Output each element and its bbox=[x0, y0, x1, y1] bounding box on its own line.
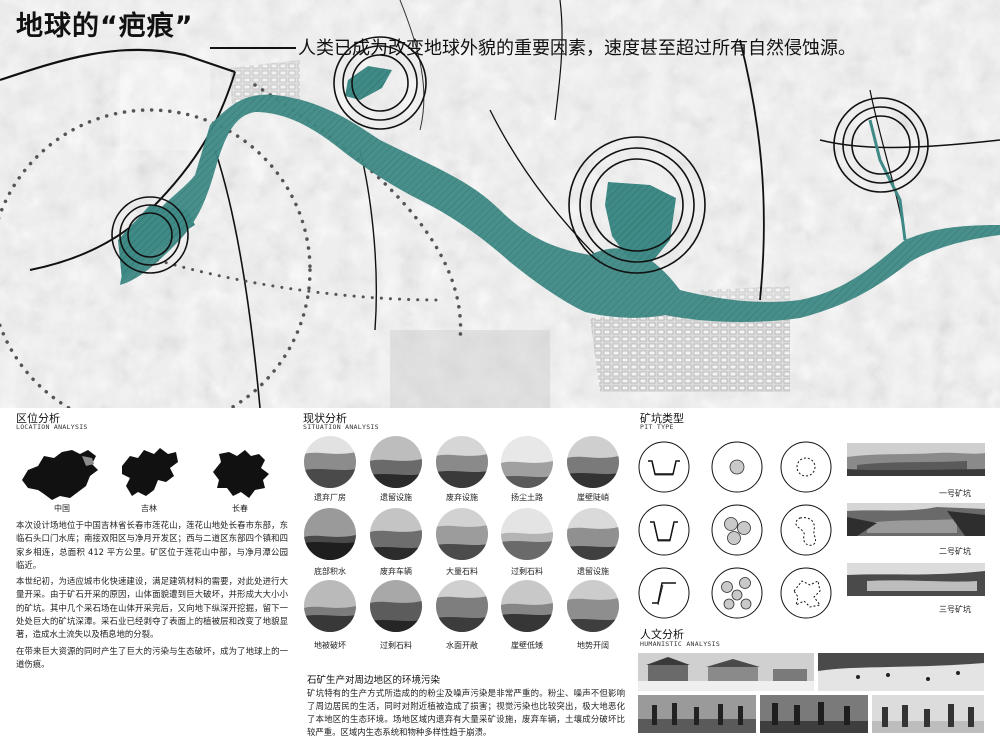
location-label-china: 中国 bbox=[54, 504, 70, 513]
changchun-silhouette bbox=[213, 450, 269, 498]
situation-photo-label: 水面开敞 bbox=[446, 641, 478, 650]
situation-photo bbox=[436, 436, 488, 488]
location-paragraph-1: 本次设计场地位于中国吉林省长春市莲花山，莲花山地处长春市东部，东临石头口门水库；… bbox=[16, 520, 288, 570]
situation-photo bbox=[304, 508, 356, 560]
pit-section-diagram-1 bbox=[638, 441, 690, 493]
pit-plan-diagram-3 bbox=[711, 567, 763, 619]
situation-photo bbox=[370, 436, 422, 488]
jilin-silhouette bbox=[122, 448, 178, 496]
situation-photo bbox=[370, 508, 422, 560]
situation-photo-label: 扬尘土路 bbox=[511, 493, 543, 502]
situation-photo bbox=[567, 508, 619, 560]
pit-label-3: 三号矿坑 bbox=[939, 605, 971, 614]
location-paragraph-2: 本世纪初，为适应城市化快速建设，满足建筑材料的需要，对此处进行大量开采。由于矿石… bbox=[16, 576, 288, 640]
location-subtitle: LOCATION ANALYSIS bbox=[16, 423, 88, 431]
situation-title: 现状分析 bbox=[303, 412, 347, 425]
pit-title: 矿坑类型 bbox=[640, 412, 684, 425]
situation-photo bbox=[436, 580, 488, 632]
pollution-text: 矿坑特有的生产方式所造成的的粉尘及噪声污染是非常严重的。粉尘、噪声不但影响了周边… bbox=[307, 688, 625, 737]
situation-subtitle: SITUATION ANALYSIS bbox=[303, 423, 379, 431]
pit-label-2: 二号矿坑 bbox=[939, 547, 971, 556]
china-silhouette bbox=[22, 450, 98, 500]
pit-plan-diagram-1 bbox=[711, 441, 763, 493]
situation-photo-label: 崖壁低矮 bbox=[511, 641, 543, 650]
situation-photo-label: 废弃车辆 bbox=[380, 567, 412, 576]
humanistic-photo-crowd-2 bbox=[760, 695, 868, 733]
situation-photo bbox=[501, 508, 553, 560]
pit-photo-3 bbox=[847, 563, 985, 596]
situation-photo-label: 废弃设施 bbox=[446, 493, 478, 502]
pollution-title: 石矿生产对周边地区的环境污染 bbox=[307, 675, 441, 686]
humanistic-subtitle: HUMANISTIC ANALYSIS bbox=[640, 640, 721, 648]
situation-photo-label: 地势开阔 bbox=[577, 641, 609, 650]
pit-photo-1 bbox=[847, 443, 985, 476]
situation-photo-label: 地被破坏 bbox=[314, 641, 346, 650]
terrain-map bbox=[0, 0, 1000, 408]
situation-photo bbox=[501, 436, 553, 488]
page-title: 地球的“疤痕” bbox=[16, 11, 194, 42]
situation-photo bbox=[567, 580, 619, 632]
situation-photo-label: 底部积水 bbox=[314, 567, 346, 576]
pit-section-diagram-2 bbox=[638, 504, 690, 556]
situation-photo-label: 过剩石料 bbox=[511, 567, 543, 576]
pit-photo-2 bbox=[847, 503, 985, 536]
situation-photo bbox=[567, 436, 619, 488]
pit-subtitle: PIT TYPE bbox=[640, 423, 674, 431]
humanistic-photo-crowd-1 bbox=[638, 695, 756, 733]
situation-photo-label: 大量石料 bbox=[446, 567, 478, 576]
humanistic-photo-snowfield bbox=[818, 653, 984, 691]
pit-section-diagram-3 bbox=[638, 567, 690, 619]
pit-plan-diagram-2 bbox=[711, 504, 763, 556]
situation-photo bbox=[501, 580, 553, 632]
location-paragraph-3: 在带来巨大资源的同时产生了巨大的污染与生态破坏，成为了地球上的一道伤痕。 bbox=[16, 646, 288, 670]
site-map: 地球的“疤痕” 人类已成为改变地球外貌的重要因素，速度甚至超过所有自然侵蚀源。 bbox=[0, 0, 1000, 408]
situation-photo bbox=[304, 436, 356, 488]
pit-outline-diagram-3 bbox=[780, 567, 832, 619]
situation-photo-label: 过剩石料 bbox=[380, 641, 412, 650]
situation-photo-label: 遗留设施 bbox=[577, 567, 609, 576]
pit-outline-diagram-1 bbox=[780, 441, 832, 493]
humanistic-title: 人文分析 bbox=[640, 628, 684, 641]
situation-photo-label: 遗弃厂房 bbox=[314, 493, 346, 502]
humanistic-photo-crowd-3 bbox=[872, 695, 984, 733]
pit-label-1: 一号矿坑 bbox=[939, 489, 971, 498]
location-label-jilin: 吉林 bbox=[141, 504, 157, 513]
situation-photo bbox=[304, 580, 356, 632]
location-title: 区位分析 bbox=[16, 412, 60, 425]
page-subtitle: 人类已成为改变地球外貌的重要因素，速度甚至超过所有自然侵蚀源。 bbox=[298, 38, 856, 59]
situation-photo-label: 崖壁陡峭 bbox=[577, 493, 609, 502]
location-label-changchun: 长春 bbox=[232, 504, 248, 513]
title-dash-line bbox=[210, 47, 296, 49]
situation-photo bbox=[436, 508, 488, 560]
pit-outline-diagram-2 bbox=[780, 504, 832, 556]
humanistic-photo-village bbox=[638, 653, 814, 691]
situation-photo-label: 遗留设施 bbox=[380, 493, 412, 502]
situation-photo bbox=[370, 580, 422, 632]
